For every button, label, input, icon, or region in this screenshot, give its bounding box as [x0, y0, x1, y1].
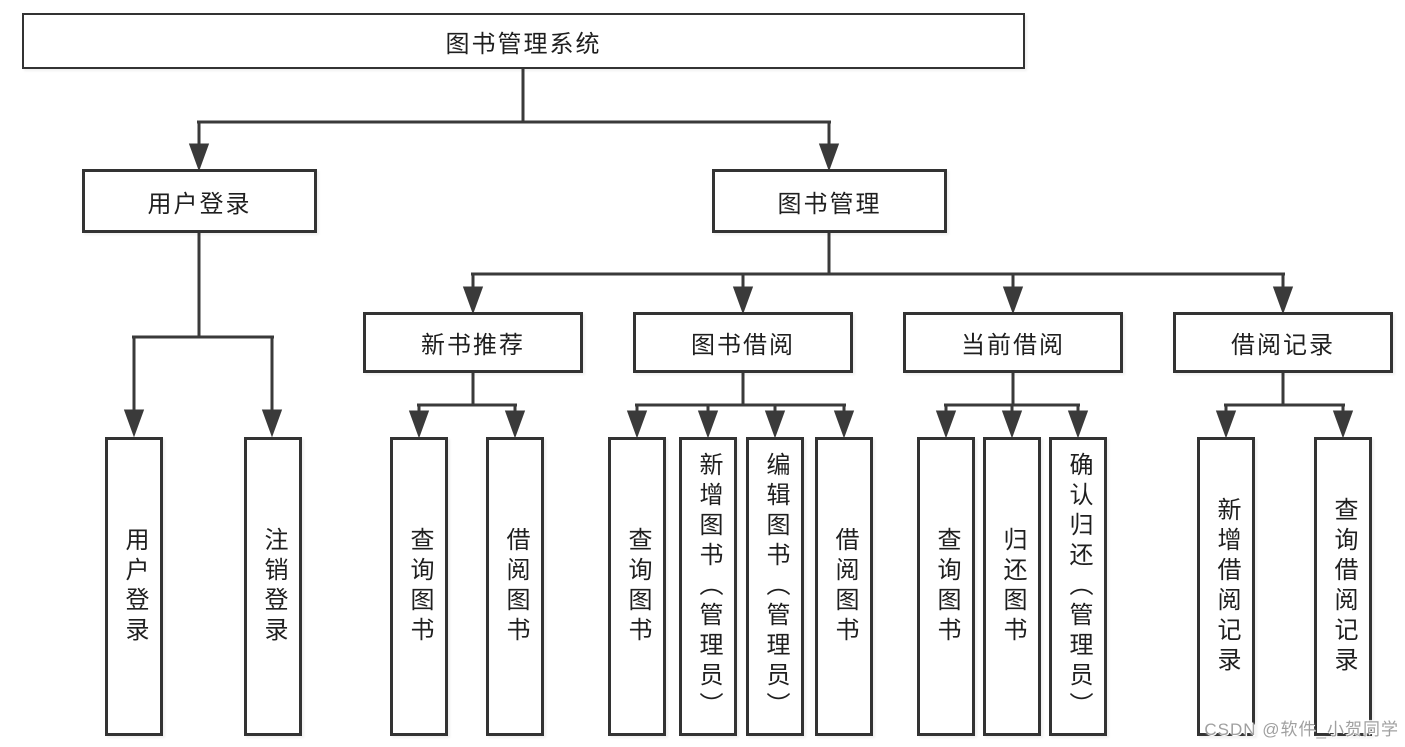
- leaf-borrow-query-books: 查询图书: [608, 437, 666, 736]
- node-new-book-recommend: 新书推荐: [363, 312, 583, 373]
- leaf-label: 借阅图书: [831, 526, 858, 647]
- leaf-label: 确认归还（管理员）: [1065, 451, 1092, 722]
- leaf-current-confirm-return-admin: 确认归还（管理员）: [1049, 437, 1107, 736]
- leaf-borrow-add-books-admin: 新增图书（管理员）: [679, 437, 737, 736]
- leaf-user-login: 用户登录: [105, 437, 163, 736]
- leaf-current-return-books: 归还图书: [983, 437, 1041, 736]
- leaf-label: 新增借阅记录: [1213, 496, 1240, 677]
- leaf-borrow-edit-books-admin: 编辑图书（管理员）: [746, 437, 804, 736]
- node-user-login: 用户登录: [82, 169, 317, 233]
- leaf-newbook-borrow-books: 借阅图书: [486, 437, 544, 736]
- node-library-management-system: 图书管理系统: [22, 13, 1025, 69]
- node-label: 新书推荐: [421, 332, 525, 359]
- node-label: 当前借阅: [961, 332, 1065, 359]
- leaf-label: 用户登录: [121, 526, 148, 647]
- leaf-label: 新增图书（管理员）: [695, 451, 722, 722]
- leaf-label: 编辑图书（管理员）: [762, 451, 789, 722]
- node-current-borrow: 当前借阅: [903, 312, 1123, 373]
- node-label: 图书借阅: [691, 332, 795, 359]
- node-label: 图书管理: [777, 190, 882, 218]
- leaf-label: 查询借阅记录: [1330, 496, 1357, 677]
- node-label: 图书管理系统: [445, 30, 602, 58]
- csdn-watermark: CSDN @软件_小贺同学: [1204, 720, 1399, 739]
- leaf-records-query-borrow-record: 查询借阅记录: [1314, 437, 1372, 736]
- leaf-label: 查询图书: [624, 526, 651, 647]
- leaf-label: 查询图书: [933, 526, 960, 647]
- leaf-borrow-borrow-books: 借阅图书: [815, 437, 873, 736]
- node-book-management: 图书管理: [712, 169, 947, 233]
- node-book-borrow: 图书借阅: [633, 312, 853, 373]
- leaf-current-query-books: 查询图书: [917, 437, 975, 736]
- leaf-label: 借阅图书: [502, 526, 529, 647]
- leaf-logout-login: 注销登录: [244, 437, 302, 736]
- leaf-label: 注销登录: [260, 526, 287, 647]
- leaf-label: 查询图书: [406, 526, 433, 647]
- node-label: 用户登录: [147, 190, 252, 218]
- node-borrow-records: 借阅记录: [1173, 312, 1393, 373]
- leaf-records-add-borrow-record: 新增借阅记录: [1197, 437, 1255, 736]
- leaf-newbook-query-books: 查询图书: [390, 437, 448, 736]
- leaf-label: 归还图书: [999, 526, 1026, 647]
- node-label: 借阅记录: [1231, 332, 1335, 359]
